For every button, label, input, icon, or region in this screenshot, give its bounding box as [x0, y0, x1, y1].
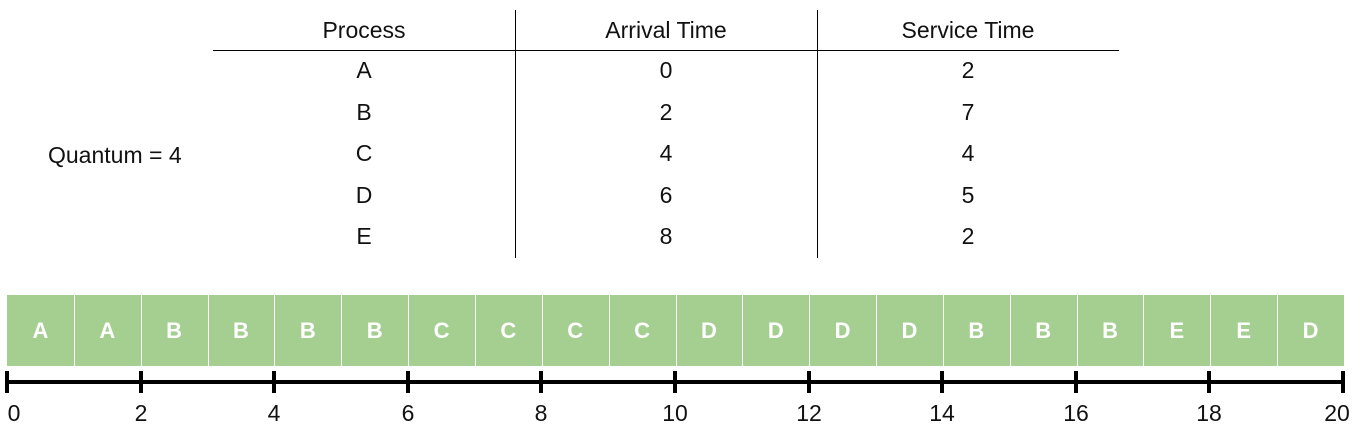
- gantt-slot-divider: [208, 295, 209, 366]
- service-cell: 2: [961, 57, 975, 83]
- axis-tick: [673, 371, 677, 393]
- gantt-slot-divider: [943, 295, 944, 366]
- gantt-slot: E: [1236, 318, 1252, 343]
- axis-tick: [1207, 371, 1211, 393]
- header-arrival-time: Arrival Time: [605, 17, 727, 43]
- process-cell: A: [356, 57, 372, 83]
- axis-tick: [406, 371, 410, 393]
- gantt-slot: D: [767, 318, 784, 343]
- gantt-slot: B: [968, 318, 985, 343]
- gantt-slot: B: [299, 318, 316, 343]
- gantt-slot-divider: [1143, 295, 1144, 366]
- gantt-slot-divider: [1010, 295, 1011, 366]
- column-divider: [817, 10, 818, 258]
- table-header-divider: [213, 50, 1119, 51]
- gantt-slot: C: [567, 318, 584, 343]
- arrival-cell: 0: [659, 57, 673, 83]
- axis-tick: [1074, 371, 1078, 393]
- arrival-cell: 6: [659, 181, 673, 208]
- arrival-column: Arrival Time 0 2 4 6 8: [515, 10, 817, 258]
- axis-tick: [5, 371, 9, 393]
- axis-tick: [940, 371, 944, 393]
- process-cell: D: [355, 181, 373, 208]
- service-column: Service Time 2 7 4 5 2: [817, 10, 1119, 258]
- gantt-slot: E: [1169, 318, 1185, 343]
- axis-tick: [272, 371, 276, 393]
- gantt-slot: B: [1102, 318, 1118, 343]
- gantt-slot: A: [99, 318, 116, 343]
- gantt-slot: C: [433, 318, 450, 343]
- service-cell: 4: [961, 140, 975, 167]
- gantt-slot-divider: [341, 295, 342, 366]
- gantt-slot: D: [1302, 318, 1319, 343]
- gantt-slot-divider: [141, 295, 142, 366]
- axis-tick-label: 16: [1063, 400, 1089, 426]
- axis-tick: [1341, 371, 1345, 393]
- arrival-cell: 8: [659, 223, 673, 250]
- axis-tick-label: 8: [534, 400, 548, 426]
- gantt-slot: B: [166, 318, 183, 343]
- axis-tick-label: 6: [401, 400, 415, 426]
- gantt-slot-divider: [676, 295, 677, 366]
- axis-tick-label: 10: [662, 400, 688, 426]
- gantt-slot-divider: [876, 295, 877, 366]
- gantt-slot: D: [700, 318, 717, 343]
- column-divider: [515, 10, 516, 258]
- process-cell: E: [356, 223, 372, 250]
- gantt-slot: C: [500, 318, 517, 343]
- gantt-slot-divider: [475, 295, 476, 366]
- axis-tick-label: 14: [929, 400, 955, 426]
- axis-tick-label: 4: [267, 400, 281, 426]
- gantt-slot: B: [366, 318, 383, 343]
- gantt-slot-divider: [742, 295, 743, 366]
- axis-tick-label: 12: [796, 400, 822, 426]
- gantt-slot-divider: [1077, 295, 1078, 366]
- gantt-slot: A: [32, 318, 49, 343]
- gantt-slot: B: [1035, 318, 1052, 343]
- service-cell: 5: [961, 181, 975, 208]
- gantt-slot-divider: [408, 295, 409, 366]
- gantt-slot-divider: [609, 295, 610, 366]
- service-cell: 7: [961, 98, 975, 125]
- axis-tick-label: 0: [7, 400, 21, 426]
- service-cell: 2: [961, 223, 975, 250]
- header-process: Process: [322, 17, 406, 43]
- arrival-cell: 4: [659, 140, 673, 167]
- axis-tick: [139, 371, 143, 393]
- gantt-slot: C: [634, 318, 650, 343]
- quantum-label: Quantum = 4: [48, 142, 182, 168]
- axis-tick: [807, 371, 811, 393]
- gantt-slot-divider: [274, 295, 275, 366]
- process-cell: B: [356, 98, 372, 125]
- arrival-cell: 2: [659, 98, 673, 125]
- process-table: Process A B C D E Arrival Time 0 2 4 6 8…: [213, 10, 1119, 258]
- process-column: Process A B C D E: [213, 10, 515, 258]
- gantt-slot-divider: [809, 295, 810, 366]
- gantt-slot-divider: [1277, 295, 1278, 366]
- axis-tick: [539, 371, 543, 393]
- process-cell: C: [355, 140, 373, 167]
- axis-tick-label: 20: [1324, 400, 1350, 426]
- gantt-slot: B: [233, 318, 249, 343]
- header-service-time: Service Time: [901, 17, 1035, 43]
- gantt-slot-divider: [74, 295, 75, 366]
- gantt-slot-divider: [1210, 295, 1211, 366]
- gantt-slot: D: [901, 318, 918, 343]
- axis-tick-label: 2: [134, 400, 148, 426]
- gantt-slot-divider: [542, 295, 543, 366]
- axis-tick-label: 18: [1196, 400, 1222, 426]
- gantt-slot: D: [834, 318, 851, 343]
